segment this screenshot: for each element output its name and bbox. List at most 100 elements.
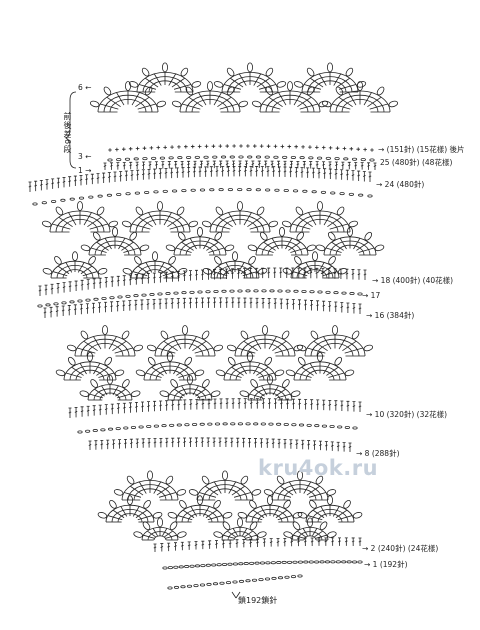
dc-stitch (249, 166, 253, 177)
dc-stitch (113, 171, 117, 182)
fan-stitch (117, 393, 131, 399)
dc-stitch (253, 438, 257, 448)
fan-stitch (147, 530, 156, 538)
dc-stitch (188, 270, 192, 281)
chain-stitch (333, 291, 339, 295)
fan-stitch (293, 534, 305, 539)
chain-stitch (199, 422, 205, 426)
chain-stitch (205, 563, 211, 567)
petal-loop (139, 244, 150, 252)
dc-stitch (218, 437, 222, 447)
fan-stitch (363, 92, 372, 106)
dc-stitch (183, 399, 187, 410)
petal-loop (122, 268, 133, 275)
fan-stitch (143, 534, 155, 539)
dc-stitch (300, 167, 304, 178)
chain-stitch (173, 585, 180, 589)
petal-loop (296, 344, 307, 352)
fan-stitch (135, 96, 150, 108)
chain-stitch (153, 190, 159, 194)
fan-stitch (207, 515, 223, 521)
dc-stitch (215, 540, 218, 549)
fan-stitch (177, 515, 193, 521)
dc-stitch (352, 303, 356, 314)
chain-stitch (173, 291, 179, 295)
dc-stitch (251, 160, 255, 169)
fan-stitch (342, 340, 357, 352)
dc-stitch (334, 161, 338, 170)
chain-stitch (178, 565, 184, 569)
dc-stitch (161, 161, 165, 169)
petal-loop (297, 356, 306, 366)
petal-loop (147, 356, 156, 366)
dc-stitch (56, 283, 60, 294)
chain-stitch (297, 560, 304, 564)
fan-stitch (148, 212, 157, 226)
chain-stitch (292, 189, 299, 193)
fan-stitch (182, 103, 201, 110)
fan-stitch (197, 393, 211, 399)
petal-loop (326, 62, 333, 73)
dc-stitch (340, 302, 344, 313)
dc-stitch (158, 168, 162, 179)
sc-stitch (197, 144, 202, 149)
petal-loop (206, 81, 213, 91)
dc-stitch (110, 403, 114, 415)
chain-stitch (142, 157, 148, 161)
dc-stitch (201, 269, 204, 280)
chain-stitch (77, 299, 83, 303)
chain-stitch (360, 158, 366, 162)
chain-stitch (292, 560, 298, 564)
dc-stitch (266, 166, 270, 177)
sc-stitch (142, 146, 147, 150)
petal-loop (112, 226, 119, 237)
sc-stitch (335, 146, 340, 150)
chain-stitch (316, 156, 323, 160)
chain-stitch (284, 575, 290, 579)
fan-stitch (202, 506, 210, 517)
fan-stitch (189, 237, 197, 250)
dc-stitch (96, 173, 100, 184)
petal-loop (102, 325, 109, 335)
chain-stitch (343, 157, 349, 161)
dc-stitch (61, 305, 65, 317)
chain-stitch (194, 564, 201, 568)
dc-stitch (324, 537, 328, 546)
chain-stitch (237, 422, 244, 426)
dc-stitch (129, 161, 133, 170)
dc-stitch (142, 161, 146, 170)
dc-stitch (195, 399, 199, 410)
fan-stitch (100, 103, 119, 110)
fan-stitch (137, 265, 150, 275)
petal-loop (214, 256, 222, 265)
dc-stitch (116, 403, 120, 414)
petal-loop (171, 100, 182, 108)
petal-loop (334, 356, 343, 366)
chain-stitch (153, 424, 159, 428)
chain-stitch (206, 582, 212, 586)
fan-stitch (229, 77, 244, 88)
petal-loop (259, 231, 268, 241)
chain-stitch (311, 190, 317, 194)
petal-loop (121, 330, 130, 340)
fan-stitch (164, 530, 173, 538)
petal-loop (240, 330, 249, 340)
chain-stitch (293, 289, 299, 293)
fan-stitch (297, 530, 306, 538)
petal-loop (285, 369, 296, 377)
petal-loop (90, 379, 98, 388)
dc-stitch (102, 172, 106, 184)
chain-stitch (173, 565, 179, 569)
fan-stitch (307, 515, 323, 521)
dc-stitch (303, 299, 307, 311)
petal-loop (168, 256, 176, 265)
chain-stitch (186, 155, 192, 159)
dc-stitch (147, 438, 151, 448)
dc-stitch (297, 537, 300, 547)
fan-stitch (114, 347, 133, 354)
chain-stitch (133, 294, 139, 298)
dc-stitch (213, 297, 217, 308)
dc-stitch (194, 269, 198, 281)
dc-stitch (303, 537, 307, 547)
